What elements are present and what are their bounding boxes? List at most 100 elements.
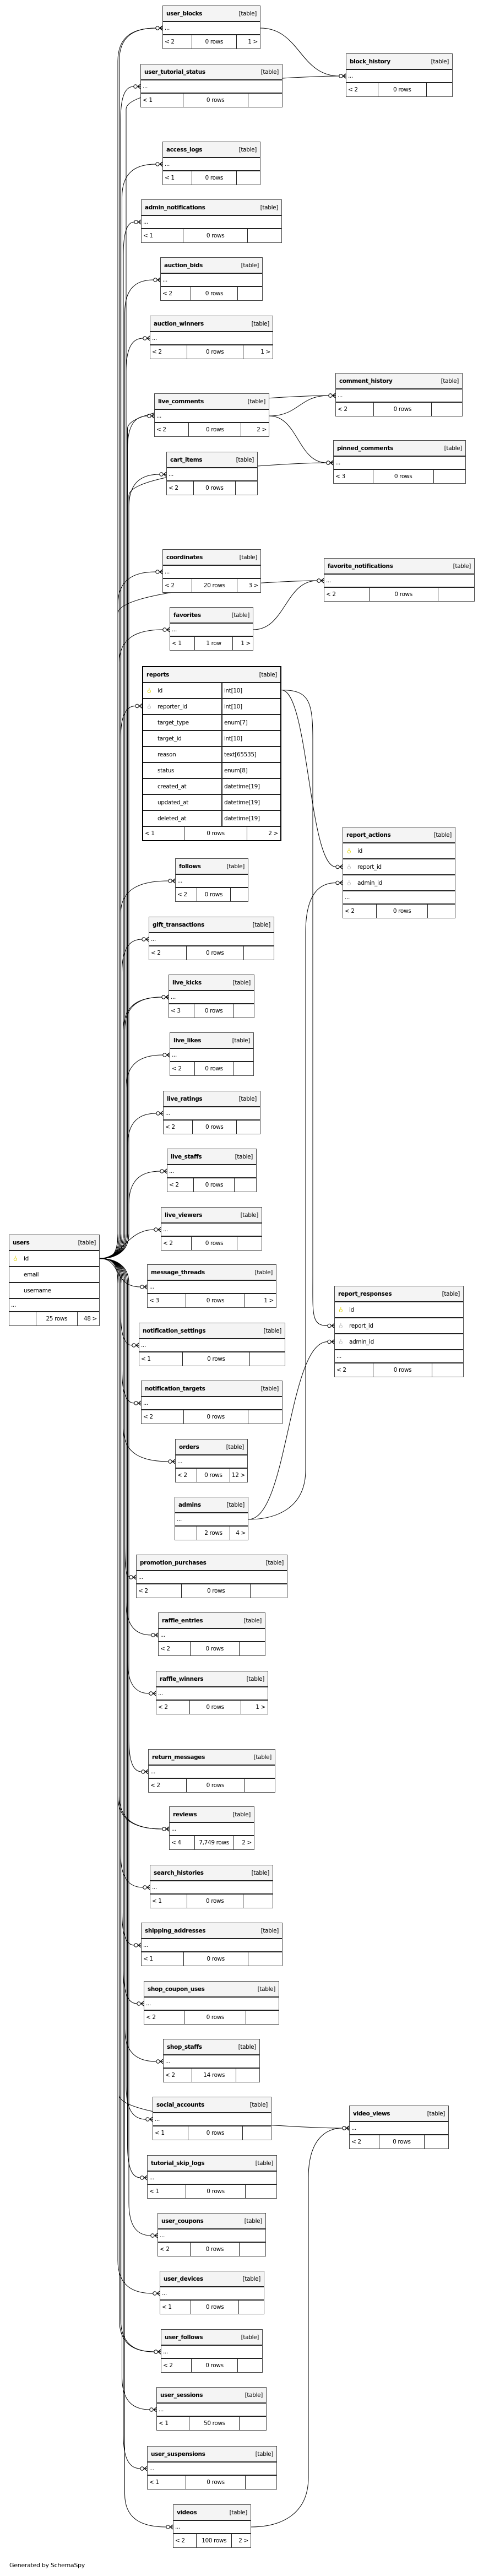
child-count-link[interactable] xyxy=(434,470,465,483)
table-name[interactable]: notification_settings xyxy=(143,1327,206,1334)
table-name[interactable]: user_blocks xyxy=(166,10,203,17)
child-count-link[interactable] xyxy=(251,1584,287,1598)
column-row[interactable]: ⚲report_id xyxy=(343,859,455,875)
column-row[interactable]: ⚲report_id xyxy=(335,1318,463,1334)
table-name[interactable]: videos xyxy=(177,2509,197,2516)
more-columns-ellipsis[interactable]: ... xyxy=(346,70,452,83)
more-columns-ellipsis[interactable]: ... xyxy=(159,1629,265,1642)
more-columns-ellipsis[interactable]: ... xyxy=(170,1823,254,1836)
table-header[interactable]: report_actions[table] xyxy=(343,827,455,843)
table-header[interactable]: follows[table] xyxy=(176,859,248,875)
table-name[interactable]: notification_targets xyxy=(145,1385,205,1392)
child-count-link[interactable] xyxy=(248,94,282,107)
table-name[interactable]: user_follows xyxy=(165,2334,203,2341)
table-name[interactable]: gift_transactions xyxy=(153,921,204,928)
more-columns-ellipsis[interactable]: ... xyxy=(150,332,273,345)
table-header[interactable]: user_tutorial_status[table] xyxy=(141,64,282,80)
table-name[interactable]: shop_coupon_uses xyxy=(148,1985,205,1993)
more-columns-ellipsis[interactable]: ... xyxy=(334,457,465,470)
child-count-link[interactable] xyxy=(238,2359,262,2372)
parent-count-link[interactable] xyxy=(175,1527,197,1540)
child-count-link[interactable] xyxy=(246,2476,276,2489)
table-header[interactable]: live_kicks[table] xyxy=(169,975,254,991)
table-header[interactable]: users[table] xyxy=(9,1235,99,1251)
child-count-link[interactable] xyxy=(425,2135,448,2149)
child-count-link[interactable] xyxy=(240,2243,265,2256)
table-name[interactable]: auction_winners xyxy=(154,320,204,327)
table-header[interactable]: live_ratings[table] xyxy=(164,1091,260,1107)
table-header[interactable]: access_logs[table] xyxy=(163,142,260,158)
table-header[interactable]: live_viewers[table] xyxy=(161,1208,262,1224)
child-count-link[interactable] xyxy=(233,1062,253,1075)
parent-count-link[interactable]: < 3 xyxy=(148,1294,186,1307)
table-name[interactable]: live_kicks xyxy=(172,979,202,986)
table-name[interactable]: promotion_purchases xyxy=(140,1559,207,1566)
table-name[interactable]: reviews xyxy=(173,1811,197,1818)
table-name[interactable]: live_ratings xyxy=(167,1095,203,1102)
child-count-link[interactable]: 1 > xyxy=(264,1297,274,1304)
table-header[interactable]: admin_notifications[table] xyxy=(142,200,281,216)
table-name[interactable]: admin_notifications xyxy=(145,204,205,211)
parent-count-link[interactable]: < 1 xyxy=(153,2126,189,2140)
table-name[interactable]: report_responses xyxy=(338,1290,392,1297)
table-header[interactable]: user_coupons[table] xyxy=(158,2214,265,2229)
table-header[interactable]: gift_transactions[table] xyxy=(149,917,274,933)
table-name[interactable]: access_logs xyxy=(166,146,203,153)
table-header[interactable]: shop_staffs[table] xyxy=(164,2039,259,2055)
column-row[interactable]: ⚲id xyxy=(343,843,455,859)
child-count-link[interactable] xyxy=(239,2301,264,2314)
table-name[interactable]: return_messages xyxy=(152,1754,205,1761)
table-report-actions[interactable]: report_actions[table]⚲id⚲report_id⚲admin… xyxy=(343,827,455,918)
column-row[interactable]: ⚲username xyxy=(9,1283,99,1299)
parent-count-link[interactable]: < 1 xyxy=(163,171,192,185)
parent-count-link[interactable]: < 2 xyxy=(163,579,193,592)
column-row[interactable]: ⚲id xyxy=(9,1251,99,1267)
table-header[interactable]: orders[table] xyxy=(176,1439,247,1455)
more-columns-ellipsis[interactable]: ... xyxy=(335,1350,463,1363)
table-header[interactable]: coordinates[table] xyxy=(163,550,260,566)
table-name[interactable]: live_comments xyxy=(158,398,204,405)
table-header[interactable]: live_staffs[table] xyxy=(167,1149,256,1165)
child-count-link[interactable] xyxy=(432,403,462,416)
parent-count-link[interactable]: < 4 xyxy=(170,1836,195,1849)
more-columns-ellipsis[interactable]: ... xyxy=(148,2172,276,2185)
table-name[interactable]: video_views xyxy=(353,2110,390,2117)
child-count-link[interactable] xyxy=(236,2069,259,2082)
parent-count-link[interactable]: < 2 xyxy=(336,403,374,416)
table-header[interactable]: pinned_comments[table] xyxy=(334,441,465,457)
parent-count-link[interactable]: < 2 xyxy=(144,2011,185,2024)
child-count-link[interactable]: 3 > xyxy=(248,582,258,589)
parent-count-link[interactable]: < 2 xyxy=(164,2069,193,2082)
child-count-link[interactable] xyxy=(237,1237,262,1250)
table-header[interactable]: raffle_entries[table] xyxy=(159,1613,265,1629)
parent-count-link[interactable]: < 2 xyxy=(156,1701,190,1714)
parent-count-link[interactable]: < 1 xyxy=(157,2417,190,2430)
more-columns-ellipsis[interactable]: ... xyxy=(163,566,260,579)
more-columns-ellipsis[interactable]: ... xyxy=(161,1224,262,1237)
more-columns-ellipsis[interactable]: ... xyxy=(157,2404,266,2417)
parent-count-link[interactable]: < 1 xyxy=(142,229,184,242)
more-columns-ellipsis[interactable]: ... xyxy=(170,1049,253,1062)
parent-count-link[interactable]: < 1 xyxy=(148,2185,187,2198)
